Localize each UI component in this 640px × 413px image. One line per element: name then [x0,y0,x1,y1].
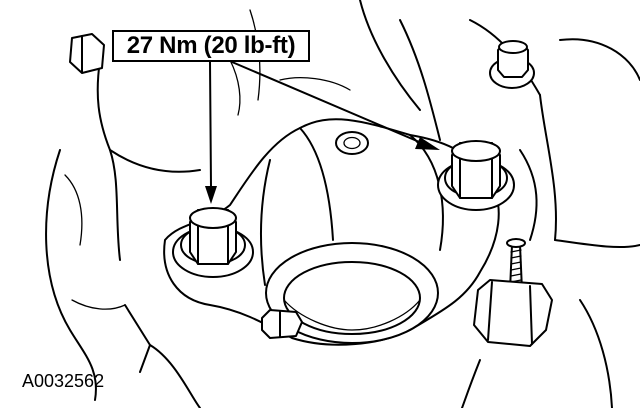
upper-right-bolt-icon [489,40,535,89]
left-flange-bolt-icon [172,207,254,278]
thermostat-housing [163,118,500,346]
torque-callout-label: 27 Nm (20 lb-ft) [112,30,310,62]
figure-id-label: A0032562 [22,371,105,391]
upper-left-bolt-icon [69,33,105,74]
lower-small-bolt-icon [261,309,303,339]
leader-arrow-icon [205,61,440,204]
sensor-stud-icon [473,238,553,347]
right-flange-bolt-icon [437,140,515,211]
